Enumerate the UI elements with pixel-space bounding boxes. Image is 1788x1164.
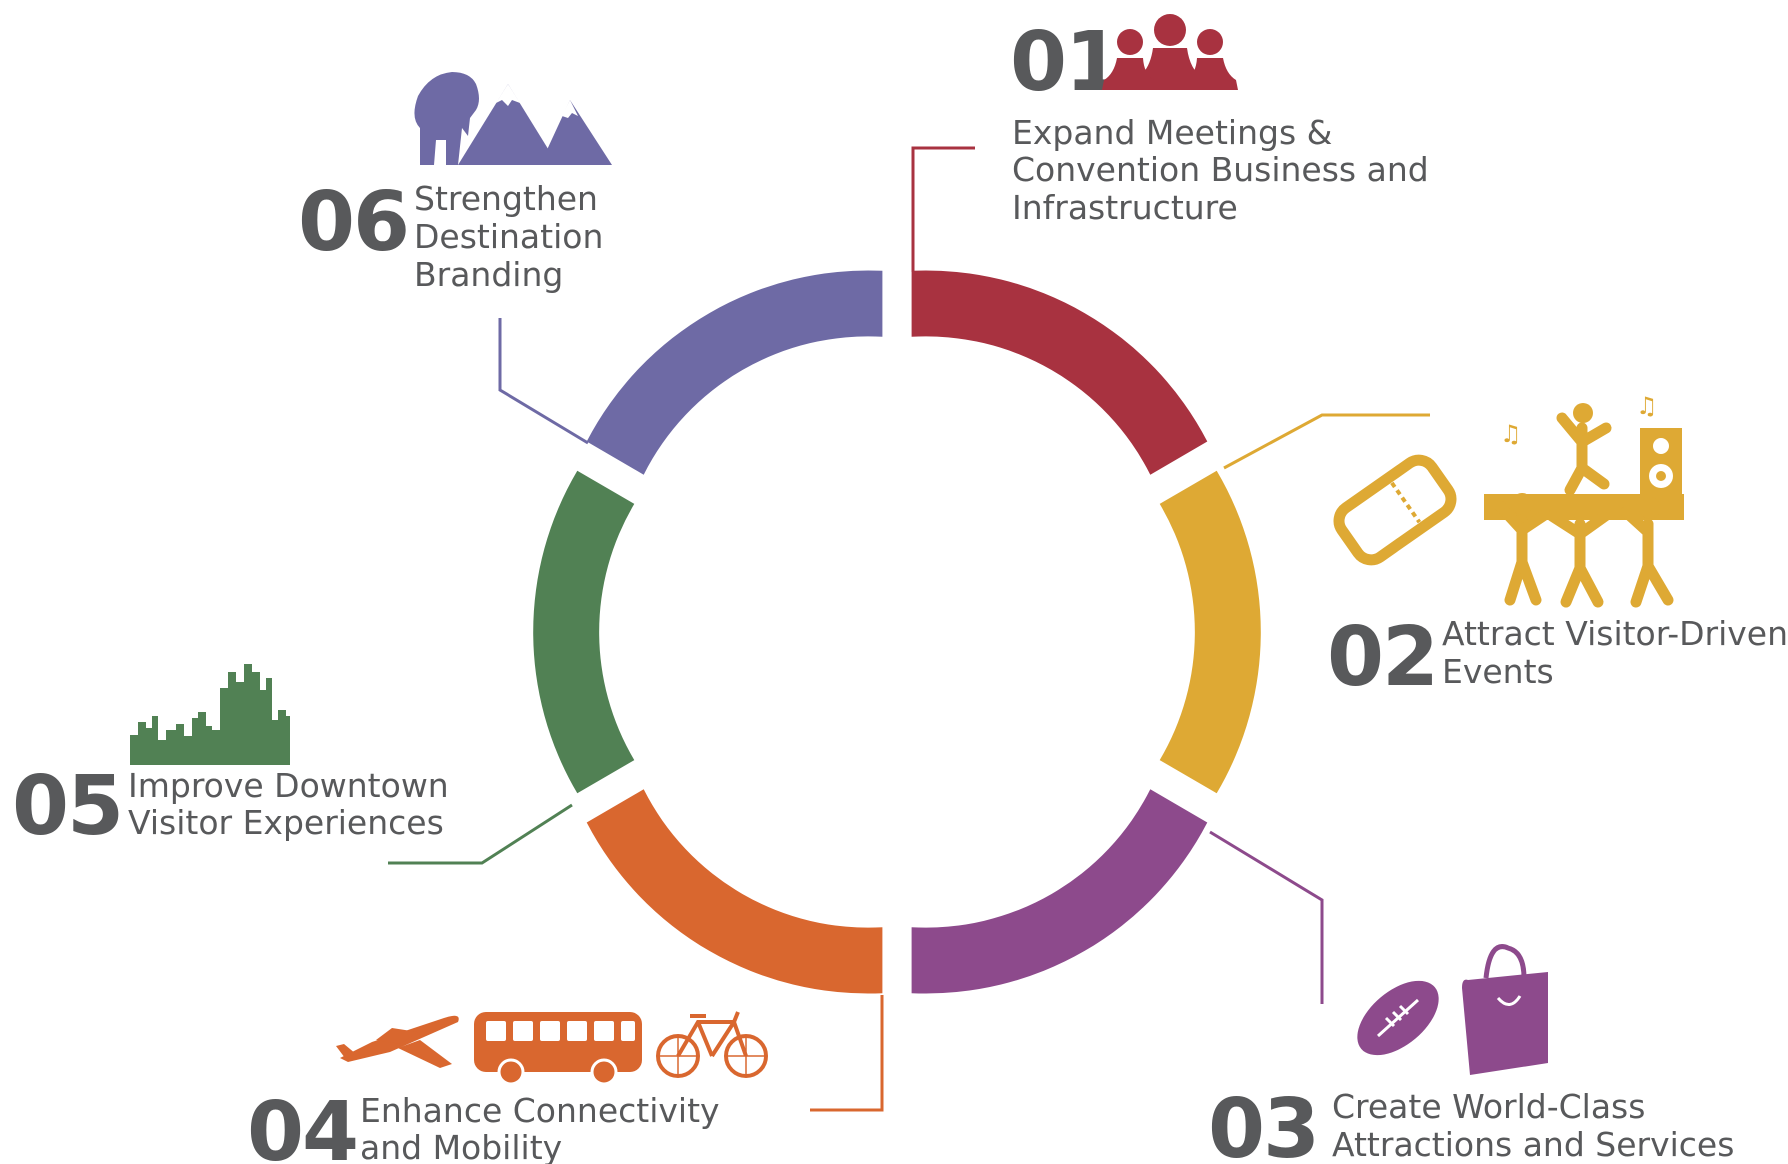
ring-segment-03 bbox=[911, 789, 1208, 994]
goal-03: 03 Create World-Class Attractions and Se… bbox=[1208, 944, 1734, 1164]
goal-06-label-line-2: Destination bbox=[414, 217, 603, 256]
goal-03-number: 03 bbox=[1208, 1082, 1318, 1164]
goal-05: 05 Improve Downtown Visitor Experiences bbox=[12, 664, 449, 854]
svg-text:♫: ♫ bbox=[1500, 420, 1522, 448]
goal-04-label-line-1: Enhance Connectivity bbox=[360, 1091, 720, 1130]
leader-line-01 bbox=[911, 146, 975, 272]
goal-01-label-line-1: Expand Meetings & bbox=[1012, 113, 1332, 152]
goal-02-label-line-1: Attract Visitor-Driven bbox=[1442, 614, 1788, 653]
people-group-icon bbox=[1102, 14, 1238, 90]
goal-01: 01 Expand Meetings & Convention Business… bbox=[1010, 14, 1429, 227]
leader-line-05 bbox=[388, 803, 573, 865]
leader-lines bbox=[388, 146, 1430, 1112]
goal-05-label-line-1: Improve Downtown bbox=[128, 766, 449, 805]
plane-bus-bicycle-icon bbox=[336, 1011, 768, 1086]
ring-segment-02 bbox=[1159, 470, 1261, 794]
goal-01-number: 01 bbox=[1010, 15, 1120, 110]
leader-line-06 bbox=[498, 318, 589, 445]
ring bbox=[533, 270, 1261, 994]
leader-line-03 bbox=[1209, 830, 1324, 1004]
football-shopping-bag-icon bbox=[1357, 944, 1548, 1075]
ring-segment-05 bbox=[533, 470, 635, 794]
goal-06-label-line-1: Strengthen bbox=[414, 179, 598, 218]
city-skyline-icon bbox=[130, 664, 290, 765]
goal-03-label-line-2: Attractions and Services bbox=[1332, 1125, 1734, 1164]
goal-04-number: 04 bbox=[247, 1085, 357, 1164]
goal-05-label-line-2: Visitor Experiences bbox=[128, 803, 444, 842]
goal-01-label-line-3: Infrastructure bbox=[1012, 188, 1238, 227]
goal-02-number: 02 bbox=[1327, 610, 1437, 705]
ticket-concert-icon: ♫ ♫ bbox=[1333, 392, 1684, 608]
svg-text:♫: ♫ bbox=[1636, 392, 1658, 420]
ring-segment-01 bbox=[911, 270, 1208, 475]
goal-06: 06 Strengthen Destination Branding bbox=[298, 72, 612, 294]
goal-06-label-line-3: Branding bbox=[414, 255, 563, 294]
goal-05-number: 05 bbox=[12, 759, 122, 854]
ring-segment-06 bbox=[586, 270, 883, 475]
goal-04: 04 Enhance Connectivity and Mobility bbox=[247, 1011, 768, 1164]
goal-02-label-line-2: Events bbox=[1442, 652, 1554, 691]
ring-segment-04 bbox=[586, 789, 883, 994]
leader-line-02 bbox=[1223, 413, 1430, 470]
goal-03-label-line-1: Create World-Class bbox=[1332, 1087, 1645, 1126]
goal-01-label-line-2: Convention Business and bbox=[1012, 150, 1429, 189]
goal-04-label-line-2: and Mobility bbox=[360, 1128, 562, 1164]
goal-02: 02 Attract Visitor-Driven Events bbox=[1327, 392, 1788, 705]
goal-06-number: 06 bbox=[298, 175, 408, 270]
leader-line-04 bbox=[810, 995, 884, 1112]
bear-mountains-icon bbox=[414, 72, 612, 165]
